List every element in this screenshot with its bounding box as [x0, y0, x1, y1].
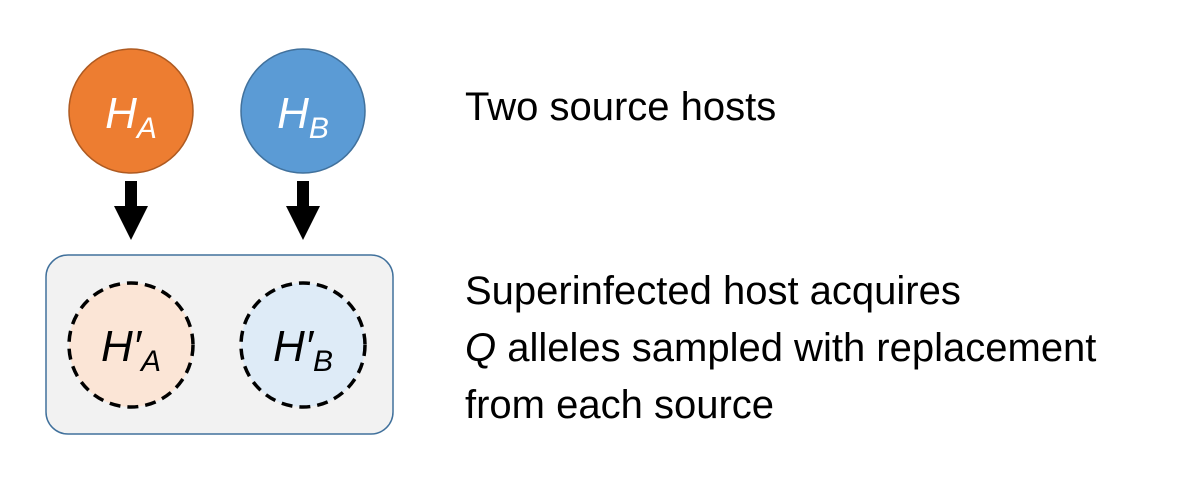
acquired-host-a-sub: A	[139, 345, 161, 378]
caption-superinfected: Superinfected host acquires Q alleles sa…	[465, 263, 1096, 434]
arrow-a	[114, 181, 148, 240]
acquired-host-a-base: H′	[101, 322, 143, 371]
arrow-b	[286, 181, 320, 240]
arrow-a-shaft	[125, 181, 137, 207]
source-host-b-sub: B	[309, 112, 329, 145]
source-host-a-label: HA	[105, 89, 157, 145]
source-host-b-base: H	[277, 89, 309, 138]
arrow-b-shaft	[297, 181, 309, 207]
acquired-host-a-label: H′A	[101, 322, 161, 378]
source-host-a: HA	[68, 48, 194, 174]
caption-superinfected-line1: Superinfected host acquires	[465, 269, 961, 313]
arrow-b-head	[286, 206, 320, 240]
caption-source-hosts: Two source hosts	[465, 79, 776, 136]
source-host-b-circle	[240, 48, 366, 174]
acquired-host-b-circle	[239, 281, 367, 409]
source-host-a-sub: A	[135, 112, 157, 145]
source-host-a-circle	[68, 48, 194, 174]
acquired-host-a-circle	[67, 281, 195, 409]
acquired-host-a: H′A	[67, 281, 195, 409]
acquired-host-b-sub: B	[313, 345, 333, 378]
acquired-host-b-label: H′B	[273, 322, 333, 378]
source-host-b-label: HB	[277, 89, 329, 145]
acquired-host-b: H′B	[239, 281, 367, 409]
caption-superinfected-line2: Q alleles sampled with replacement	[465, 320, 1096, 377]
arrow-a-head	[114, 206, 148, 240]
source-host-b: HB	[240, 48, 366, 174]
caption-q-variable: Q	[465, 326, 497, 370]
caption-superinfected-line3: from each source	[465, 383, 775, 427]
caption-superinfected-line2-rest: alleles sampled with replacement	[496, 326, 1097, 370]
acquired-host-b-base: H′	[273, 322, 315, 371]
caption-source-hosts-text: Two source hosts	[465, 85, 777, 129]
source-host-a-base: H	[105, 89, 137, 138]
